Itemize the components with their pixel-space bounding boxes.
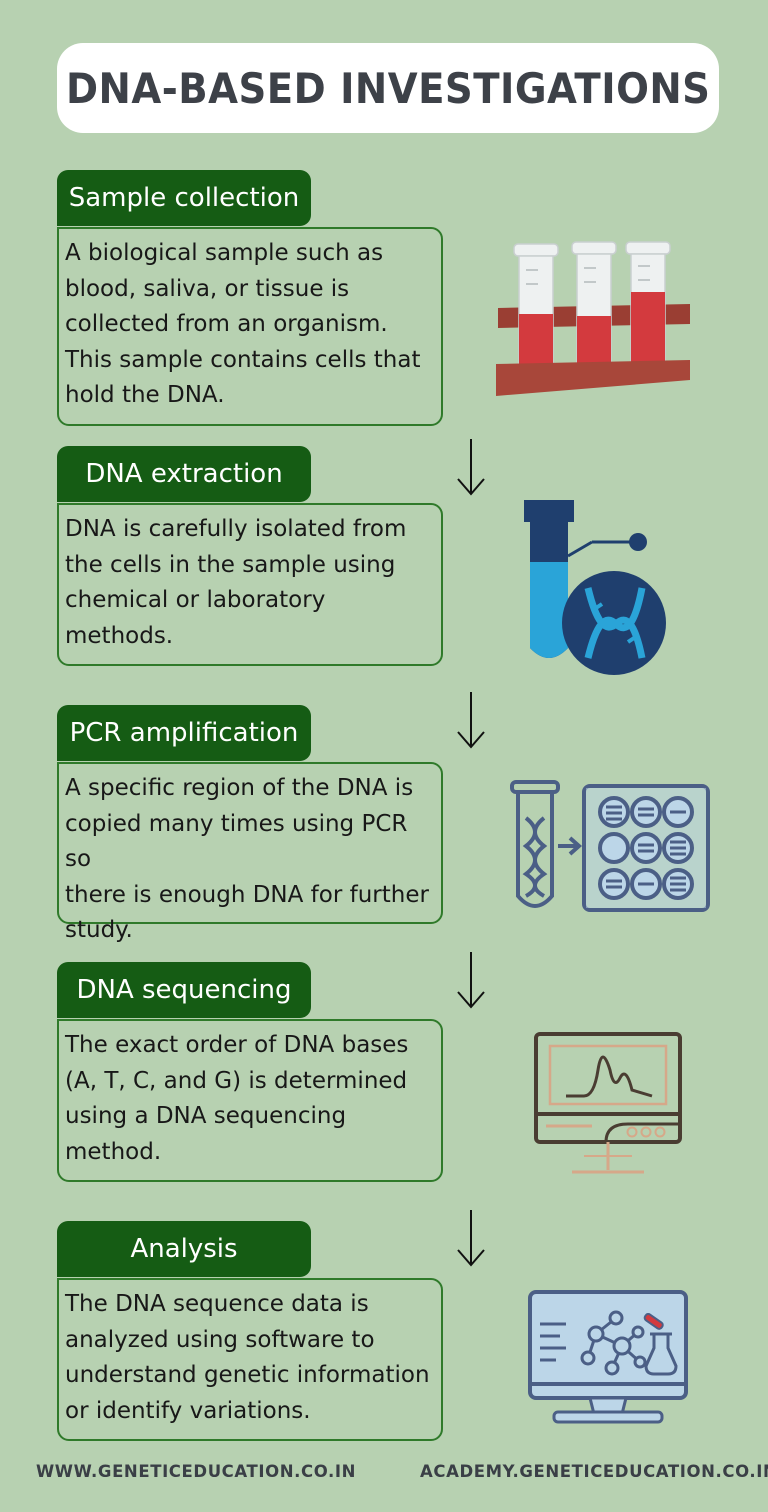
step-label-text: DNA sequencing (76, 975, 292, 1005)
step-text-line: using a DNA sequencing (65, 1103, 347, 1129)
step-box-sample-collection: A biological sample such as blood, saliv… (57, 227, 443, 426)
step-text-line: understand genetic information (65, 1362, 430, 1388)
step-text-line: or identify variations. (65, 1397, 311, 1424)
step-box-analysis: The DNA sequence data is analyzed using … (57, 1278, 443, 1441)
step-label-analysis: Analysis (57, 1221, 311, 1277)
step-text-line: The exact order of DNA bases (65, 1032, 409, 1058)
step-text-line: chemical or laboratory (65, 587, 326, 613)
arrow-down-icon (457, 439, 485, 496)
step-label-pcr-amplification: PCR amplification (57, 705, 311, 761)
step-text-line: blood, saliva, or tissue is (65, 275, 350, 302)
footer-website-link[interactable]: WWW.GENETICEDUCATION.CO.IN (36, 1462, 356, 1481)
footer-academy-link[interactable]: ACADEMY.GENETICEDUCATION.CO.IN (420, 1462, 768, 1481)
arrow-down-icon (457, 952, 485, 1009)
sequencer-monitor-icon (534, 1032, 682, 1174)
step-label-sample-collection: Sample collection (57, 170, 311, 226)
step-text-line: This sample contains cells that (65, 346, 421, 373)
step-box-dna-sequencing: The exact order of DNA bases (A, T, C, a… (57, 1019, 443, 1182)
step-label-text: DNA extraction (85, 459, 283, 489)
step-label-dna-sequencing: DNA sequencing (57, 962, 311, 1018)
dna-extraction-icon (524, 500, 666, 675)
step-text-line: (A, T, C, and G) is determined (65, 1067, 408, 1094)
step-label-dna-extraction: DNA extraction (57, 446, 311, 502)
step-label-text: Analysis (130, 1234, 238, 1264)
analysis-computer-icon (528, 1290, 688, 1424)
step-text-line: analyzed using software to (65, 1326, 375, 1353)
step-text-line: collected from an organism. (65, 311, 388, 337)
step-box-pcr-amplification: A specific region of the DNA is copied m… (57, 762, 443, 943)
step-text-line: A specific region of the DNA is (65, 775, 414, 801)
step-text-line: The DNA sequence data is (65, 1291, 369, 1317)
arrow-down-icon (457, 692, 485, 749)
pcr-plate-icon (510, 780, 710, 912)
step-text-line: copied many times using PCR so (65, 810, 408, 873)
step-text-line: there is enough DNA for further (65, 881, 429, 908)
title-banner: DNA-BASED INVESTIGATIONS (57, 43, 719, 133)
step-text-line: methods. (65, 622, 174, 649)
step-label-text: Sample collection (68, 183, 300, 213)
step-text-line: the cells in the sample using (65, 551, 396, 578)
step-text-line: study. (65, 917, 133, 943)
page-title: DNA-BASED INVESTIGATIONS (65, 63, 711, 113)
test-tube-rack-icon (496, 241, 690, 396)
step-box-dna-extraction: DNA is carefully isolated from the cells… (57, 503, 443, 666)
step-text-line: method. (65, 1138, 162, 1165)
step-text-line: DNA is carefully isolated from (65, 516, 407, 542)
step-text-line: A biological sample such as (65, 240, 384, 266)
arrow-down-icon (457, 1210, 485, 1267)
step-text-line: hold the DNA. (65, 382, 225, 408)
step-label-text: PCR amplification (69, 718, 299, 748)
